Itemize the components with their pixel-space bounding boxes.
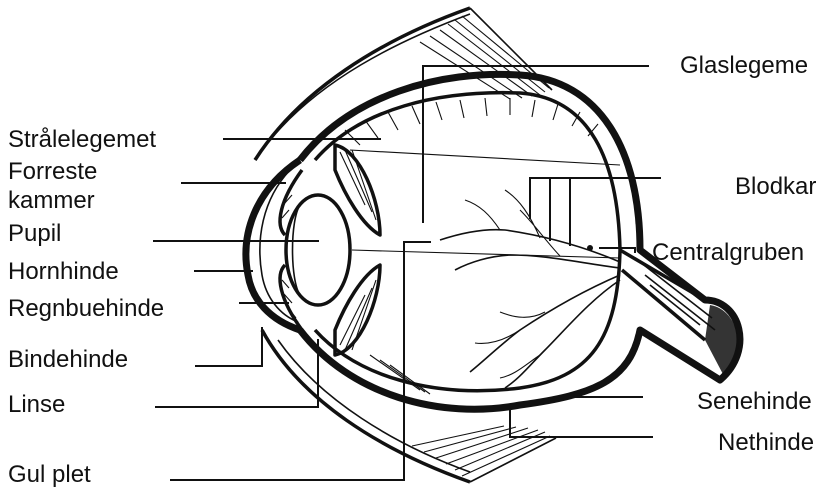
lens	[286, 195, 350, 305]
label-regnbuehinde: Regnbuehinde	[8, 295, 164, 322]
leader-lines	[154, 66, 660, 480]
label-centralgruben: Centralgruben	[652, 239, 804, 266]
labels: Glaslegeme Strålelegemet Forreste kammer…	[8, 52, 816, 488]
label-glaslegeme: Glaslegeme	[680, 52, 808, 79]
label-hornhinde: Hornhinde	[8, 258, 119, 285]
label-blodkar: Blodkar	[735, 173, 816, 200]
optic-nerve	[620, 250, 738, 378]
label-gul-plet: Gul plet	[8, 461, 91, 488]
label-stralelegemet: Strålelegemet	[8, 126, 156, 153]
iris	[280, 170, 302, 330]
label-forreste-kammer-line2: kammer	[8, 187, 95, 214]
label-linse: Linse	[8, 391, 65, 418]
upper-eyelid	[255, 8, 552, 160]
label-pupil: Pupil	[8, 220, 61, 247]
label-senehinde: Senehinde	[697, 388, 812, 415]
retina-outline	[315, 93, 620, 391]
blood-vessels	[440, 190, 620, 388]
label-forreste-kammer-line1: Forreste	[8, 158, 97, 185]
label-nethinde: Nethinde	[718, 429, 814, 456]
label-bindehinde: Bindehinde	[8, 346, 128, 373]
